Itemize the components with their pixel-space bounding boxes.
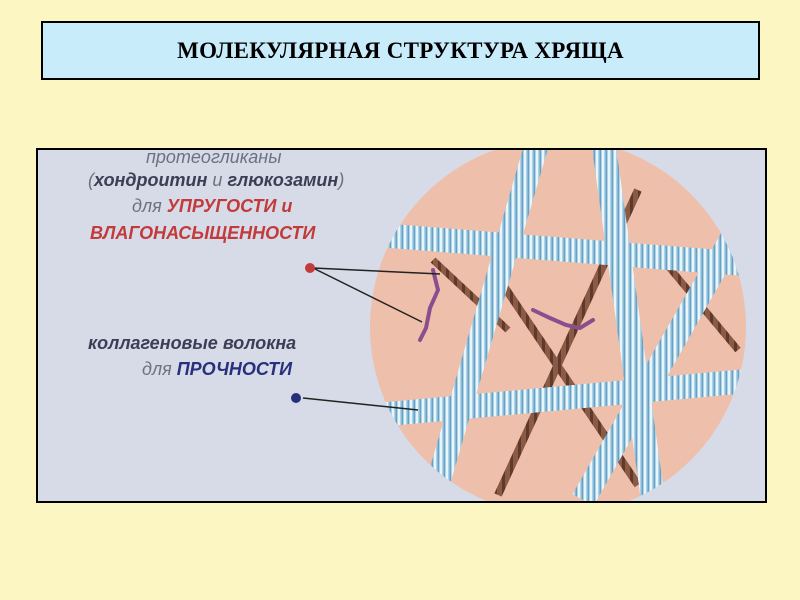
proteoglycans-composition: (хондроитин и глюкозамин) xyxy=(88,170,344,191)
page-title: МОЛЕКУЛЯРНАЯ СТРУКТУРА ХРЯЩА xyxy=(177,37,624,63)
elasticity-text: УПРУГОСТИ и xyxy=(166,196,293,216)
and-text: и xyxy=(207,170,228,190)
proteoglycan-pointer xyxy=(312,267,423,323)
moisture-label: ВЛАГОНАСЫЩЕННОСТИ xyxy=(90,223,316,243)
collagen-fiber xyxy=(572,204,746,501)
strength-text: ПРОЧНОСТИ xyxy=(176,359,293,379)
cartilage-figure: протеогликаны (хондроитин и глюкозамин) … xyxy=(36,148,767,503)
proteoglycans-label: протеогликаны xyxy=(146,148,282,167)
collagen-dot xyxy=(291,393,301,403)
fiber-network xyxy=(376,150,746,501)
elasticity-label: для УПРУГОСТИ и xyxy=(132,196,292,217)
collagen-label: коллагеновые волокна xyxy=(88,333,297,353)
collagen-fiber xyxy=(377,223,746,277)
cartilage-illustration xyxy=(291,150,746,501)
proteoglycan-dot xyxy=(305,263,315,273)
glucosamine-strand xyxy=(531,308,595,331)
proteoglycan-pointer xyxy=(312,267,441,275)
chondroitin-text: хондроитин xyxy=(94,170,208,190)
for-text: для xyxy=(142,359,177,379)
strength-label: для ПРОЧНОСТИ xyxy=(142,359,292,380)
collagen-fiber xyxy=(421,150,550,501)
for-text: для xyxy=(132,196,167,216)
collagen-fiber xyxy=(376,368,746,427)
glucosamine-strand xyxy=(418,268,441,342)
glucosamine-text: глюкозамин xyxy=(227,170,339,190)
collagen-fiber xyxy=(591,150,665,501)
paren-close: ) xyxy=(338,170,345,190)
collagen-pointer xyxy=(302,397,419,411)
paren-open: ( xyxy=(88,170,94,190)
title-box: МОЛЕКУЛЯРНАЯ СТРУКТУРА ХРЯЩА xyxy=(41,21,760,80)
